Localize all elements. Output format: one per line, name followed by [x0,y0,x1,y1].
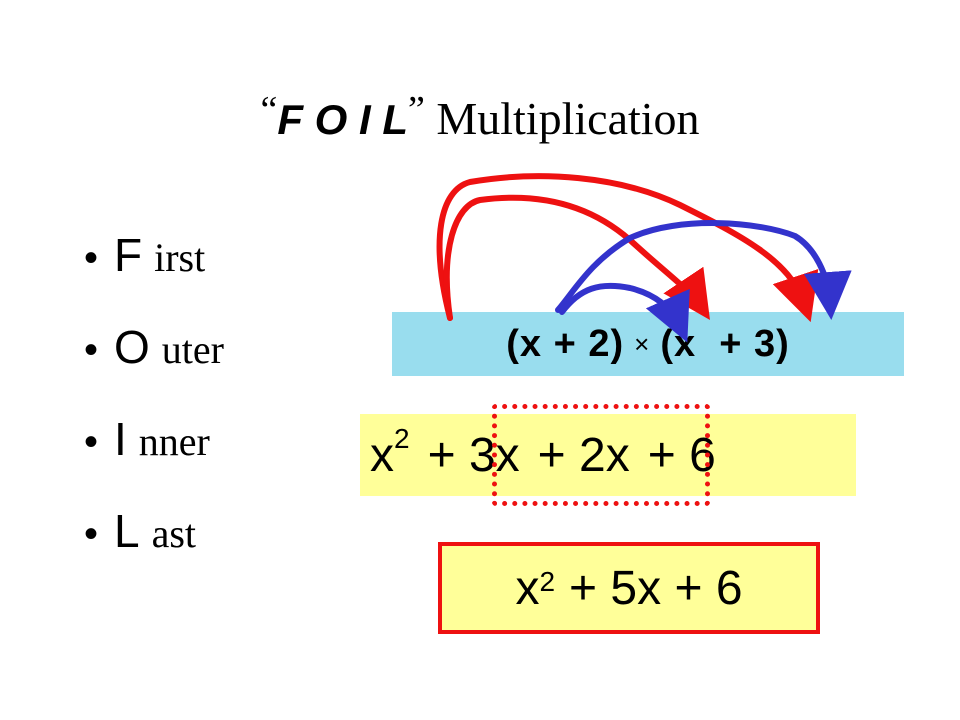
bullet: • [84,328,99,372]
title-multiplication: Multiplication [436,93,700,144]
step-first: • F irst [84,228,224,320]
term-6: + 6 [647,428,716,482]
step-outer: • O uter [84,320,224,412]
foil-steps-list: • F irst • O uter • I nner • L ast [84,228,224,596]
bullet: • [84,512,99,556]
close-quote: ” [407,89,425,131]
bullet: • [84,236,99,280]
inner-outer-highlight-box [492,404,710,506]
arrow-first [443,194,710,321]
open-quote: “ [260,89,278,131]
step-rest: irst [154,235,206,280]
step-rest: uter [161,327,224,372]
answer-rest: + 5x + 6 [569,561,743,615]
x-base: x [370,428,394,482]
answer-x-base: x [515,561,540,615]
step-letter: O [114,321,150,373]
binomial-left: (x + 2) [506,322,625,365]
step-letter: F [114,229,143,281]
slide-title: “F O I L” Multiplication [0,89,960,145]
title-foil: F O I L [277,96,408,143]
step-rest: nner [138,419,210,464]
arrow-last [555,220,852,320]
term-x-squared: x2 [370,424,410,483]
arrow-inner [559,282,690,343]
bullet: • [84,420,99,464]
step-last: • L ast [84,504,224,596]
step-inner: • I nner [84,412,224,504]
arrow-outer [436,173,819,323]
exponent: 2 [394,422,410,454]
times-sign: × [634,328,651,359]
term-2x: + 2x [537,428,630,482]
expansion-bar: x2 + 3x + 2x + 6 [360,414,856,496]
step-letter: I [114,413,127,465]
step-rest: ast [151,511,197,556]
step-letter: L [114,505,140,557]
